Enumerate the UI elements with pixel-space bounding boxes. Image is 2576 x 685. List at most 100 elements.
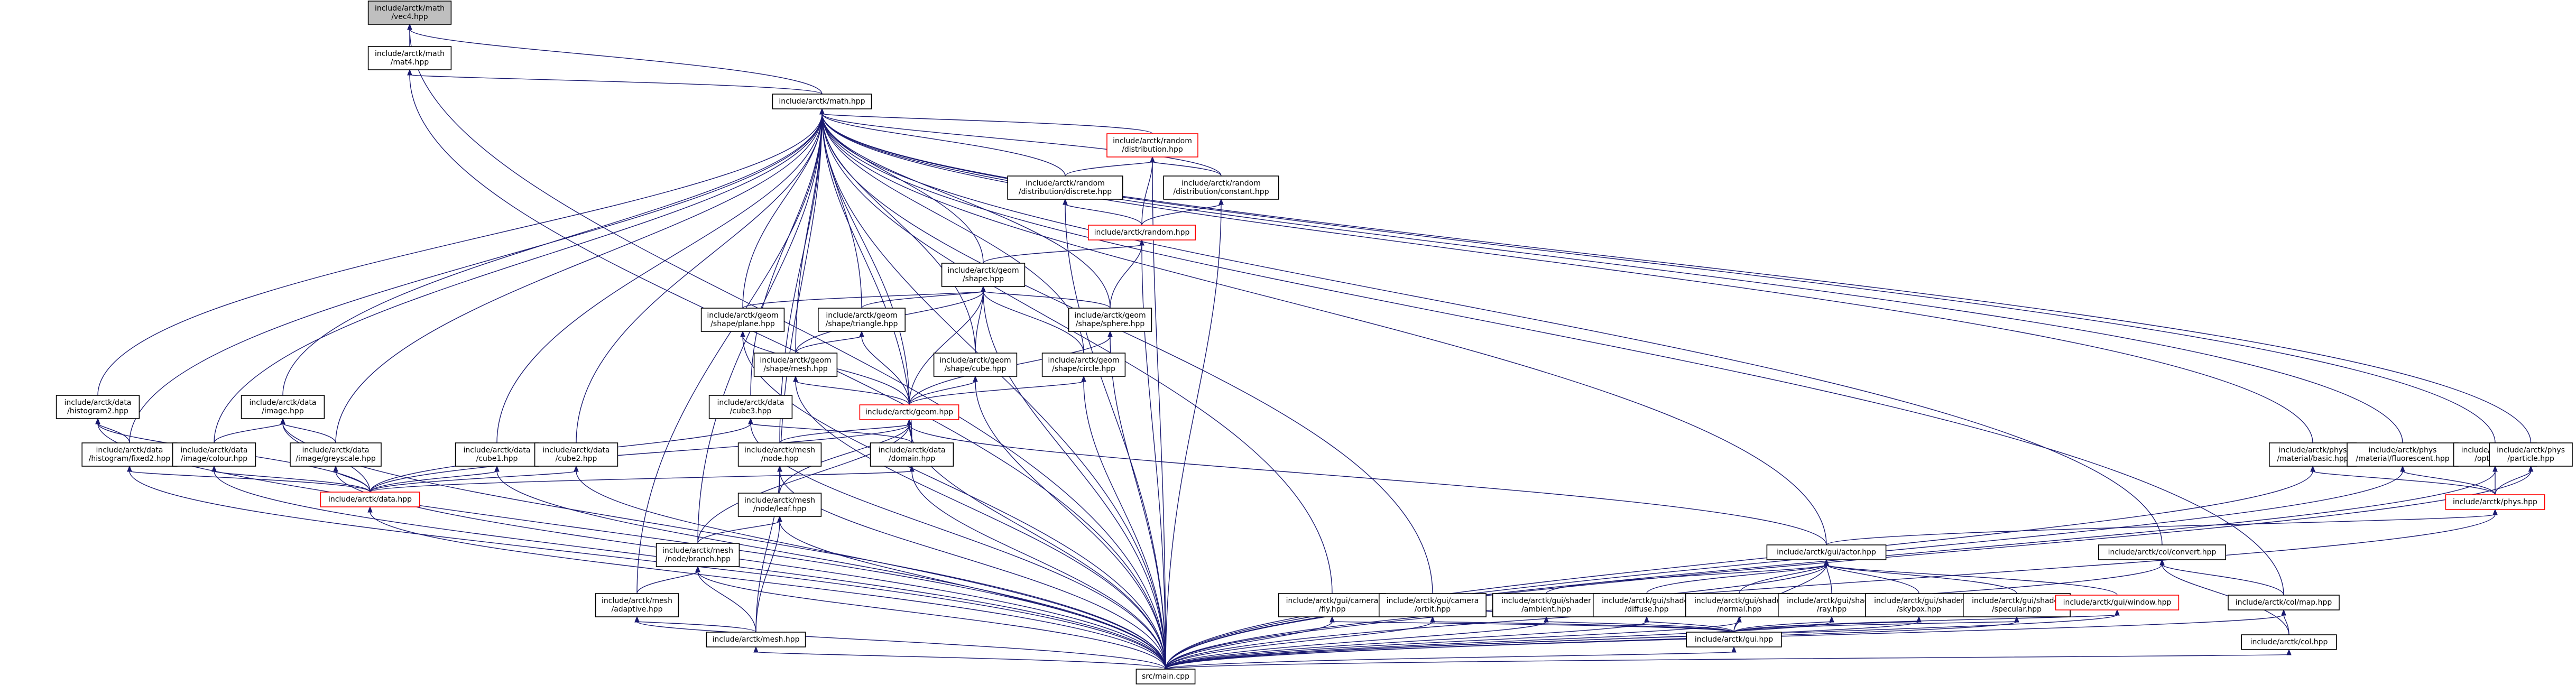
edge-arrowhead xyxy=(753,646,759,653)
edge-main-to-hist2 xyxy=(95,418,1166,670)
edge-line xyxy=(750,113,823,396)
node-label: include/arctk/gui/shader xyxy=(1874,597,1964,605)
node-data[interactable]: include/arctk/data.hpp xyxy=(320,492,420,507)
node-label: /cube3.hpp xyxy=(730,407,772,415)
node-hist2[interactable]: include/arctk/data/histogram2.hpp xyxy=(56,395,140,419)
node-box xyxy=(241,395,325,419)
node-col[interactable]: include/arctk/col.hpp xyxy=(2241,634,2337,650)
node-histfix[interactable]: include/arctk/data/histogram/fixed2.hpp xyxy=(81,442,178,467)
node-box xyxy=(1865,593,1973,617)
node-cube2[interactable]: include/arctk/data/cube2.hpp xyxy=(534,442,618,467)
edge-line xyxy=(409,29,823,95)
node-leaf[interactable]: include/arctk/mesh/node/leaf.hpp xyxy=(737,493,822,517)
node-geom[interactable]: include/arctk/geom.hpp xyxy=(859,404,959,420)
node-triangle[interactable]: include/arctk/geom/shape/triangle.hpp xyxy=(818,308,906,332)
node-phys[interactable]: include/arctk/phys.hpp xyxy=(2445,494,2545,510)
node-image[interactable]: include/arctk/data/image.hpp xyxy=(241,395,325,419)
node-grey[interactable]: include/arctk/data/image/greyscale.hpp xyxy=(290,442,382,467)
edge-line xyxy=(1152,161,1222,177)
edge-line xyxy=(2312,470,2496,495)
node-cube1[interactable]: include/arctk/data/cube1.hpp xyxy=(455,442,539,467)
edge-plane-to-shape xyxy=(742,285,986,309)
node-mat4[interactable]: include/arctk/math/mat4.hpp xyxy=(367,46,452,70)
node-domain[interactable]: include/arctk/data/domain.hpp xyxy=(870,442,954,467)
edge-layer xyxy=(95,23,2534,670)
edge-line xyxy=(1110,244,1142,309)
node-colour[interactable]: include/arctk/data/image/colour.hpp xyxy=(172,442,256,467)
edge-line xyxy=(409,29,1166,670)
edge-line xyxy=(496,470,1166,670)
node-convert[interactable]: include/arctk/col/convert.hpp xyxy=(2098,544,2227,560)
node-node[interactable]: include/arctk/mesh/node.hpp xyxy=(737,442,822,467)
edge-arrowhead xyxy=(2528,465,2534,472)
edge-line xyxy=(861,291,984,309)
node-box xyxy=(1963,593,2071,617)
node-cube3[interactable]: include/arctk/data/cube3.hpp xyxy=(708,395,793,419)
node-label: include/arctk/geom xyxy=(939,356,1011,365)
node-math[interactable]: include/arctk/math.hpp xyxy=(772,94,872,109)
edge-line xyxy=(1733,621,2017,633)
node-dist[interactable]: include/arctk/random/distribution.hpp xyxy=(1106,133,1198,158)
node-main[interactable]: src/main.cpp xyxy=(1135,669,1196,684)
node-colmap[interactable]: include/arctk/col/map.hpp xyxy=(2228,595,2340,610)
edge-line xyxy=(370,470,497,493)
node-constant[interactable]: include/arctk/random/distribution/consta… xyxy=(1163,175,1279,200)
node-fluor[interactable]: include/arctk/phys/material/fluorescent.… xyxy=(2347,442,2459,467)
node-basic[interactable]: include/arctk/phys/material/basic.hpp xyxy=(2268,442,2357,467)
node-actor[interactable]: include/arctk/gui/actor.hpp xyxy=(1766,544,1887,560)
node-shape[interactable]: include/arctk/geom/shape.hpp xyxy=(941,263,1026,287)
edge-grey-to-image xyxy=(280,418,336,443)
node-label: /adaptive.hpp xyxy=(611,605,662,614)
node-random[interactable]: include/arctk/random.hpp xyxy=(1088,225,1196,240)
node-meshhpp[interactable]: include/arctk/mesh.hpp xyxy=(706,632,806,647)
edge-line xyxy=(1165,654,2289,670)
edge-arrowhead xyxy=(777,515,782,522)
node-label: include/arctk/data xyxy=(64,399,131,407)
node-ambient[interactable]: include/arctk/gui/shader/ambient.hpp xyxy=(1492,593,1601,617)
node-skybox[interactable]: include/arctk/gui/shader/skybox.hpp xyxy=(1865,593,1973,617)
node-window[interactable]: include/arctk/gui/window.hpp xyxy=(2055,595,2180,610)
node-label: /histogram/fixed2.hpp xyxy=(89,455,171,463)
node-label: /image/greyscale.hpp xyxy=(296,455,376,463)
node-diffuse[interactable]: include/arctk/gui/shader/diffuse.hpp xyxy=(1593,593,1701,617)
node-label: include/arctk/col/map.hpp xyxy=(2236,598,2332,607)
node-normal[interactable]: include/arctk/gui/shader/normal.hpp xyxy=(1685,593,1794,617)
node-orbit[interactable]: include/arctk/gui/camera/orbit.hpp xyxy=(1379,593,1487,617)
edge-phys-to-fluor xyxy=(2400,465,2496,495)
edge-line xyxy=(795,336,862,354)
edge-arrowhead xyxy=(2310,465,2315,472)
edge-line xyxy=(821,113,1222,177)
node-label: include/arctk/data xyxy=(302,446,369,455)
edge-line xyxy=(975,381,1166,670)
edge-line xyxy=(1165,470,2313,670)
node-plane[interactable]: include/arctk/geom/shape/plane.hpp xyxy=(700,308,785,332)
node-label: /cube2.hpp xyxy=(556,455,597,463)
node-specular[interactable]: include/arctk/gui/shader/specular.hpp xyxy=(1963,593,2071,617)
node-mesh_s[interactable]: include/arctk/geom/shape/mesh.hpp xyxy=(753,353,838,377)
node-discrete[interactable]: include/arctk/random/distribution/discre… xyxy=(1007,175,1123,200)
node-sphere[interactable]: include/arctk/geom/shape/sphere.hpp xyxy=(1068,308,1152,332)
node-fly[interactable]: include/arctk/gui/camera/fly.hpp xyxy=(1278,593,1387,617)
edge-line xyxy=(636,113,823,594)
node-gui[interactable]: include/arctk/gui.hpp xyxy=(1686,632,1782,647)
edge-line xyxy=(1165,203,1222,670)
edge-main-to-constant xyxy=(1165,198,1224,670)
edge-line xyxy=(282,423,336,443)
edge-line xyxy=(1739,564,1827,594)
edge-specular-to-actor xyxy=(1824,559,2017,594)
node-label: include/arctk/geom.hpp xyxy=(865,408,953,416)
edge-skybox-to-actor xyxy=(1824,559,1919,594)
node-label: include/arctk/col.hpp xyxy=(2250,638,2328,646)
edge-line xyxy=(983,291,1084,354)
edge-line xyxy=(795,381,1166,670)
edge-cube2-to-math xyxy=(576,108,825,443)
node-cube[interactable]: include/arctk/geom/shape/cube.hpp xyxy=(933,353,1018,377)
node-box xyxy=(1379,593,1487,617)
edge-main-to-optics xyxy=(1165,465,2498,670)
node-particle[interactable]: include/arctk/phys/particle.hpp xyxy=(2489,442,2573,467)
edge-arrowhead xyxy=(1139,239,1144,246)
node-adaptive[interactable]: include/arctk/mesh/adaptive.hpp xyxy=(595,593,679,617)
edge-line xyxy=(1141,203,1222,226)
node-branch[interactable]: include/arctk/mesh/node/branch.hpp xyxy=(655,543,740,567)
node-circle[interactable]: include/arctk/geom/shape/circle.hpp xyxy=(1041,353,1126,377)
